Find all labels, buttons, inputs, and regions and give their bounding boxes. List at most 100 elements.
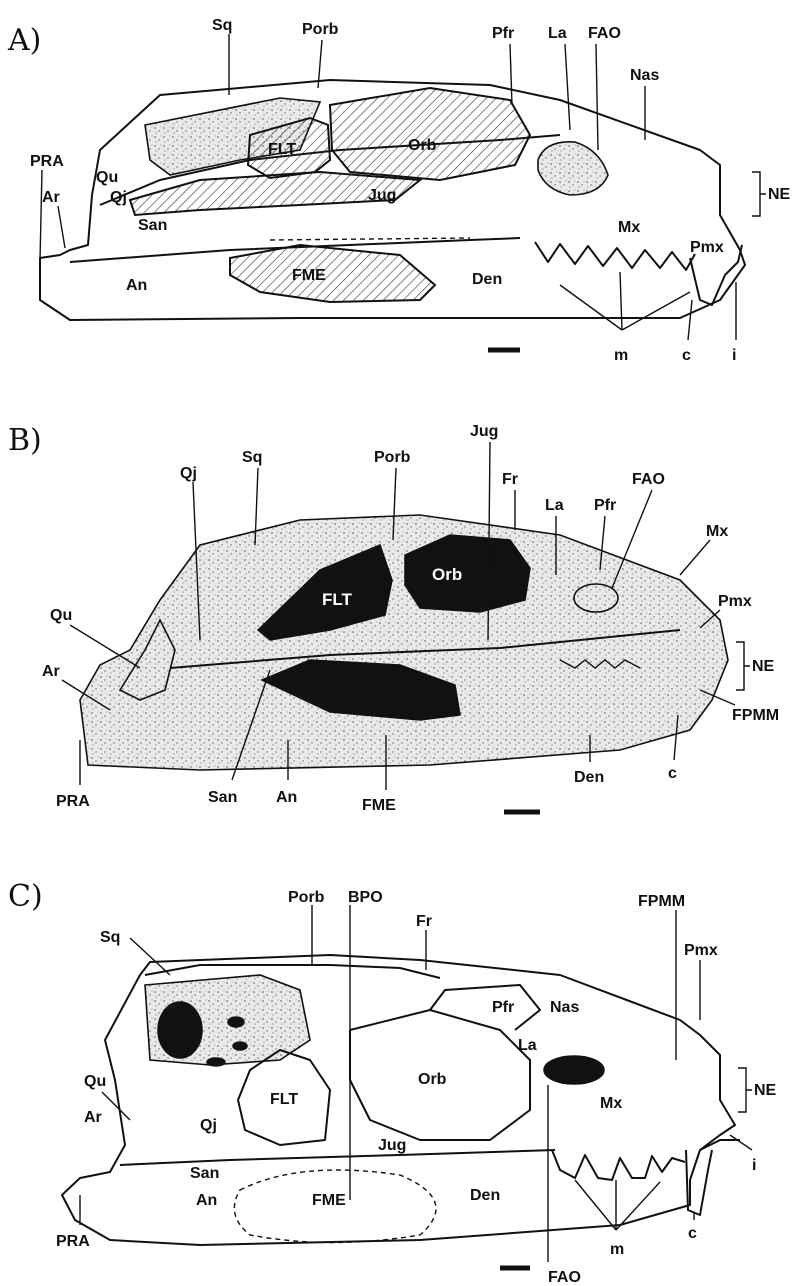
panel-b-label-mx: Mx xyxy=(706,523,728,540)
panel-c-jaw-line xyxy=(120,1150,555,1165)
panel-b-orbit xyxy=(405,535,530,612)
panel-a-fme-fenestra xyxy=(230,245,435,302)
panel-a-label-orb: Orb xyxy=(408,137,437,154)
panel-a-jaw-dashed xyxy=(270,238,470,240)
panel-b-label-la: La xyxy=(545,497,564,514)
panel-b-label-qj: Qj xyxy=(180,465,197,482)
panel-a-label-flt: FLT xyxy=(268,141,296,158)
panel-b-qu-leader xyxy=(70,625,140,668)
panel-b: B) FLT Orb Qj Sq Porb Jug Fr La Pfr FAO … xyxy=(8,423,779,814)
panel-c-i-leader xyxy=(730,1135,752,1150)
panel-c-label-fr: Fr xyxy=(416,913,432,930)
panel-c-label-san: San xyxy=(190,1165,219,1182)
panel-c-teeth xyxy=(552,1150,685,1180)
panel-b-label-jug: Jug xyxy=(470,423,498,440)
panel-c-label-jug: Jug xyxy=(378,1137,406,1154)
panel-a-label-den: Den xyxy=(472,271,502,288)
panel-b-letter: B) xyxy=(8,423,42,458)
panel-b-ne-bracket xyxy=(736,642,750,690)
panel-c-small-opening-3 xyxy=(207,1058,225,1066)
panel-a-label-jug: Jug xyxy=(368,187,396,204)
panel-a-label-qu: Qu xyxy=(96,169,118,186)
panel-b-label-qu: Qu xyxy=(50,607,72,624)
panel-c-fao-opening xyxy=(544,1056,604,1084)
panel-c-small-opening-1 xyxy=(228,1017,244,1027)
panel-a-teeth xyxy=(535,242,695,270)
panel-c-letter: C) xyxy=(8,879,43,914)
panel-a-label-san: San xyxy=(138,217,167,234)
panel-c-temporal-opening xyxy=(158,1002,202,1058)
panel-c: C) Porb BPO Fr FPMM Sq Pfr Nas Pmx La xyxy=(8,879,777,1286)
panel-a-label-pmx: Pmx xyxy=(690,239,724,256)
panel-a-ne-bracket xyxy=(752,172,766,216)
panel-c-label-pra: PRA xyxy=(56,1233,90,1250)
panel-a-la-leader xyxy=(565,44,570,130)
panel-a-label-fao: FAO xyxy=(588,25,621,42)
panel-c-label-la: La xyxy=(518,1037,537,1054)
panel-c-label-fao: FAO xyxy=(548,1269,581,1286)
panel-c-label-i: i xyxy=(752,1157,756,1174)
panel-b-label-pfr: Pfr xyxy=(594,497,616,514)
panel-c-prefrontal xyxy=(430,985,540,1030)
panel-a-label-sq: Sq xyxy=(212,17,232,34)
panel-a-label-pra: PRA xyxy=(30,153,64,170)
panel-c-label-ar: Ar xyxy=(84,1109,102,1126)
panel-c-label-an: An xyxy=(196,1192,217,1209)
panel-c-small-opening-2 xyxy=(233,1042,247,1050)
panel-a-label-la: La xyxy=(548,25,567,42)
panel-a-label-i: i xyxy=(732,347,736,364)
panel-b-mx-leader xyxy=(680,540,710,575)
panel-b-label-pra: PRA xyxy=(56,793,90,810)
panel-a-label-porb: Porb xyxy=(302,21,339,38)
panel-c-label-pmx: Pmx xyxy=(684,942,718,959)
panel-a-c-leader xyxy=(688,300,692,340)
panel-b-label-c: c xyxy=(668,765,677,782)
panel-c-label-nas: Nas xyxy=(550,999,579,1016)
panel-b-label-flt: FLT xyxy=(322,590,353,609)
panel-b-label-fme: FME xyxy=(362,797,396,814)
panel-a-label-fme: FME xyxy=(292,267,326,284)
panel-c-label-qj: Qj xyxy=(200,1117,217,1134)
panel-b-label-ar: Ar xyxy=(42,663,60,680)
panel-b-label-orb: Orb xyxy=(432,565,462,584)
panel-c-ne-bracket xyxy=(738,1068,752,1112)
panel-a-pra-leader xyxy=(40,170,42,260)
panel-c-label-bpo: BPO xyxy=(348,889,383,906)
panel-c-label-den: Den xyxy=(470,1187,500,1204)
panel-a: A) Sq Porb Pfr La FAO xyxy=(7,17,791,364)
panel-b-label-san: San xyxy=(208,789,237,806)
panel-a-label-an: An xyxy=(126,277,147,294)
panel-c-label-pfr: Pfr xyxy=(492,999,514,1016)
panel-c-qu-leader xyxy=(102,1092,130,1120)
panel-c-m-leaders xyxy=(575,1180,660,1230)
panel-b-label-den: Den xyxy=(574,769,604,786)
panel-a-label-m: m xyxy=(614,347,628,364)
panel-a-label-ar: Ar xyxy=(42,189,60,206)
panel-b-label-fao: FAO xyxy=(632,471,665,488)
panel-c-label-qu: Qu xyxy=(84,1073,106,1090)
panel-c-label-m: m xyxy=(610,1241,624,1258)
panel-c-label-orb: Orb xyxy=(418,1071,447,1088)
panel-b-label-pmx: Pmx xyxy=(718,593,752,610)
panel-c-label-mx: Mx xyxy=(600,1095,622,1112)
panel-b-skull-body xyxy=(80,515,728,770)
panel-c-label-flt: FLT xyxy=(270,1091,298,1108)
panel-b-fao-opening xyxy=(574,584,618,612)
panel-b-label-ne: NE xyxy=(752,658,775,675)
panel-c-label-sq: Sq xyxy=(100,929,120,946)
panel-c-sq-leader xyxy=(130,938,170,975)
panel-c-label-fme: FME xyxy=(312,1192,346,1209)
panel-a-pfr-leader xyxy=(510,44,512,105)
panel-b-label-porb: Porb xyxy=(374,449,411,466)
panel-a-fao-leader xyxy=(596,44,598,150)
panel-a-label-ne: NE xyxy=(768,186,791,203)
panel-b-label-fr: Fr xyxy=(502,471,518,488)
panel-a-letter: A) xyxy=(7,23,41,58)
panel-a-orbit xyxy=(330,88,530,180)
panel-a-label-nas: Nas xyxy=(630,67,659,84)
panel-c-label-porb: Porb xyxy=(288,889,325,906)
panel-a-m-leaders xyxy=(560,272,690,330)
panel-b-label-fpmm: FPMM xyxy=(732,707,779,724)
panel-c-label-c: c xyxy=(688,1225,697,1242)
